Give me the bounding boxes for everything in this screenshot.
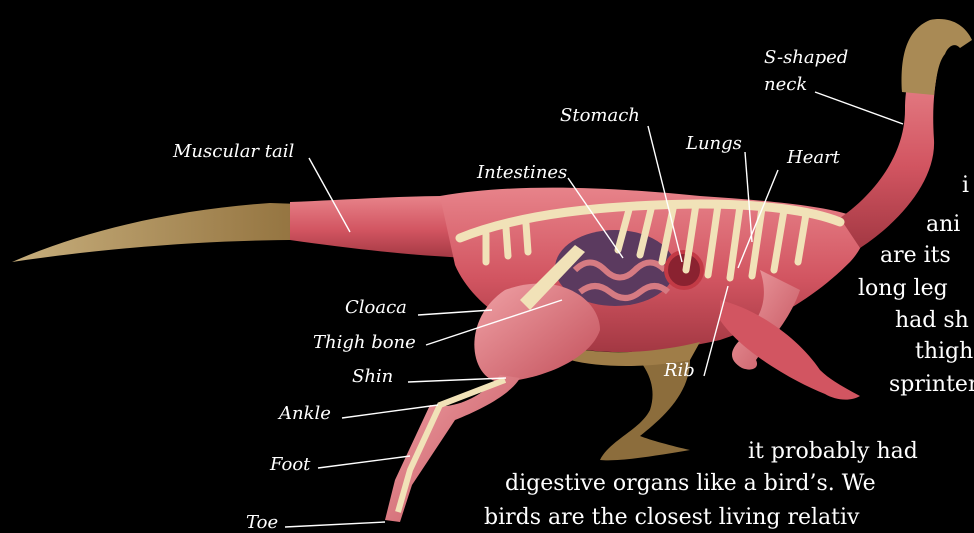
leader-shin [408,378,506,382]
leader-neck [815,92,903,124]
label-intestines: Intestines [477,163,567,183]
body-text-line-10: birds are the closest living relativ [484,502,859,533]
label-heart: Heart [787,148,840,168]
leader-lungs [745,152,752,242]
body-text-line-4: long leg [858,273,948,304]
body-text-line-2: ani [926,209,960,240]
label-s-shaped-neck-1: S-shaped [764,48,848,68]
leader-heart [738,170,778,268]
label-toe: Toe [246,513,278,533]
label-lungs: Lungs [686,134,742,154]
body-text-line-8: it probably had [748,436,918,467]
leader-stomach [648,126,682,262]
leader-foot [318,456,410,468]
body-text-line-9: digestive organs like a bird’s. We [505,468,876,499]
leader-muscular-tail [309,158,350,232]
label-muscular-tail: Muscular tail [173,142,294,162]
body-text-line-1: i [962,170,969,201]
body-text-line-6: thigh [915,336,973,367]
label-s-shaped-neck-2: neck [764,75,807,95]
label-stomach: Stomach [560,106,640,126]
body-text-line-7: sprinter [889,369,974,400]
leader-ankle [342,405,438,418]
label-rib: Rib [664,361,695,381]
leader-rib [704,286,728,376]
label-thigh-bone: Thigh bone [313,333,416,353]
label-shin: Shin [352,367,393,387]
label-foot: Foot [270,455,310,475]
leader-toe [285,522,385,527]
label-ankle: Ankle [279,404,331,424]
label-cloaca: Cloaca [345,298,407,318]
leader-intestines [568,178,623,258]
leader-thigh-bone [426,300,562,345]
leader-cloaca [418,310,492,315]
body-text-line-5: had sh [895,305,969,336]
body-text-line-3: are its [880,240,951,271]
